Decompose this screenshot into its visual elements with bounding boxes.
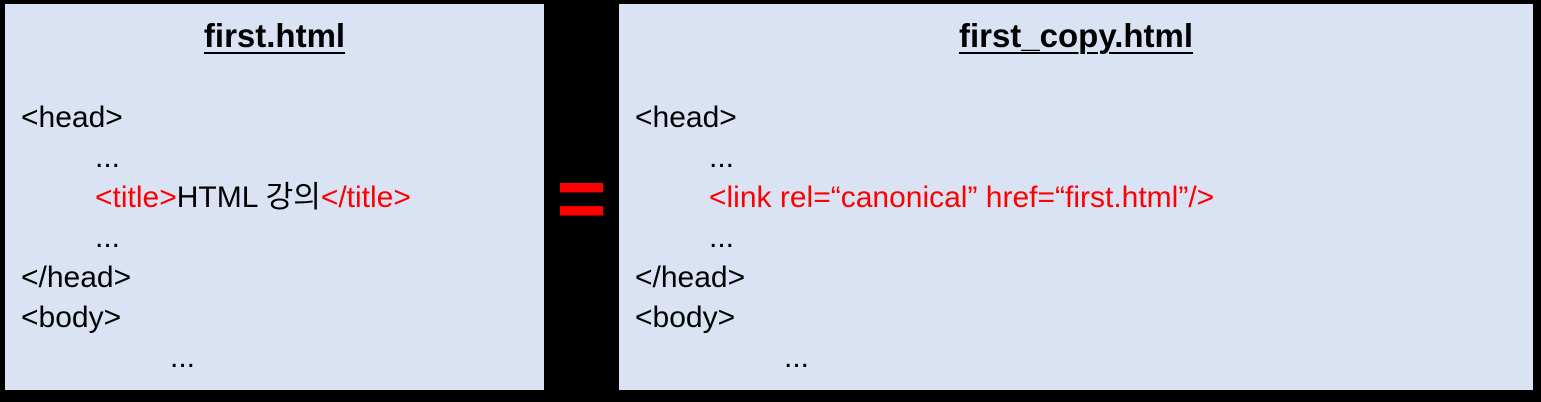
code-segment: ... <box>784 341 810 374</box>
code-segment: <head> <box>635 101 737 134</box>
code-line: <head> <box>5 98 544 138</box>
code-line: ... <box>619 338 1533 378</box>
code-segment: HTML 강의 <box>176 181 321 214</box>
code-segment: ... <box>709 141 735 174</box>
code-line: <body> <box>5 298 544 338</box>
code-line: <head> <box>619 98 1533 138</box>
original-file-code-block: <head>... <title>HTML 강의</title>... </head… <box>5 98 544 378</box>
code-line: <title>HTML 강의</title> <box>5 178 544 218</box>
code-segment: </head> <box>21 261 132 294</box>
copy-file-code-block: <head>... <link rel=“canonical” href=“fir… <box>619 98 1533 378</box>
code-segment: <title> <box>95 181 177 214</box>
code-line: ... <box>619 138 1533 178</box>
code-segment: ... <box>95 141 121 174</box>
original-file-title: first.html <box>203 17 346 54</box>
code-segment: </title> <box>320 181 411 214</box>
code-segment: </head> <box>635 261 746 294</box>
copy-file-title: first_copy.html <box>958 17 1194 54</box>
code-segment: <link rel=“canonical” href=“first.html”/… <box>709 181 1215 214</box>
code-segment: <head> <box>21 101 123 134</box>
code-line: <link rel=“canonical” href=“first.html”/… <box>619 178 1533 218</box>
code-segment: <body> <box>21 301 122 334</box>
code-segment: ... <box>95 221 121 254</box>
copy-file-panel: first_copy.html <head>... <link rel=“cano… <box>619 4 1533 390</box>
equals-icon: = <box>556 151 607 247</box>
code-line: ... <box>5 218 544 258</box>
equals-gap: = <box>544 0 619 402</box>
code-segment: <body> <box>635 301 736 334</box>
code-line: ... <box>5 338 544 378</box>
code-line: </head> <box>5 258 544 298</box>
code-line: </head> <box>619 258 1533 298</box>
original-file-panel: first.html <head>... <title>HTML 강의</titl… <box>5 4 544 390</box>
code-line: ... <box>619 218 1533 258</box>
code-segment: ... <box>709 221 735 254</box>
code-segment: ... <box>170 341 196 374</box>
code-line: ... <box>5 138 544 178</box>
code-line: <body> <box>619 298 1533 338</box>
